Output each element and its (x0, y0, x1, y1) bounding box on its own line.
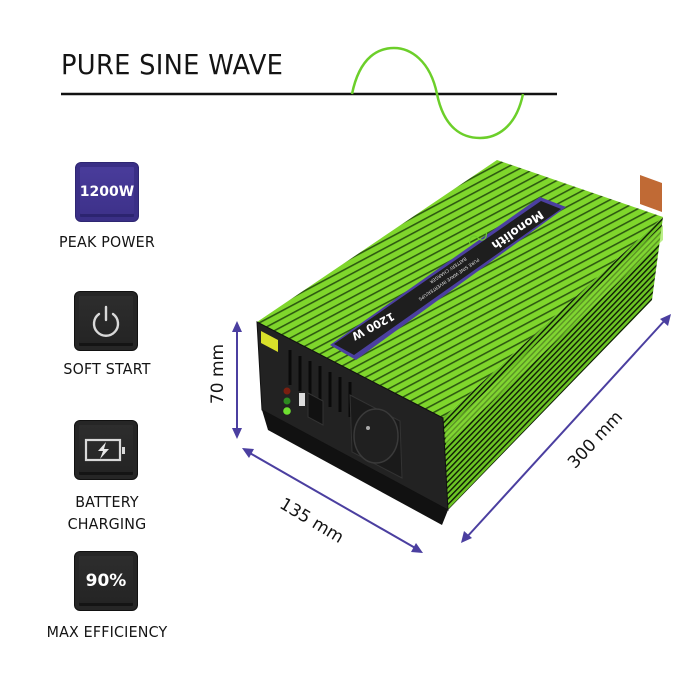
efficiency-label: MAX EFFICIENCY (46, 623, 168, 641)
peak-power-label: PEAK POWER (59, 233, 155, 251)
peak-power-key: 1200W (75, 162, 139, 222)
sine-wave-graphic (61, 46, 557, 140)
efficiency-value: 90% (85, 571, 127, 591)
power-icon (92, 305, 120, 337)
peak-power-value: 1200W (79, 184, 135, 200)
battery-charging-label: BATTERY CHARGING (43, 491, 170, 535)
battery-charging-label-line1: BATTERY (75, 493, 139, 511)
dimension-arrows (232, 314, 671, 553)
height-dimension-label: 70 mm (208, 343, 229, 405)
page-title: PURE SINE WAVE (61, 48, 284, 81)
battery-charging-icon (84, 438, 125, 462)
soft-start-key (74, 291, 138, 351)
sine-wave-icon (350, 46, 525, 140)
battery-charging-key (74, 420, 138, 480)
battery-charging-label-line2: CHARGING (67, 515, 147, 533)
width-arrow (247, 451, 418, 550)
base-plate (262, 410, 448, 525)
soft-start-label: SOFT START (63, 360, 151, 378)
label-panel (334, 201, 561, 355)
rear-terminal (640, 175, 662, 212)
length-arrow (465, 318, 667, 539)
efficiency-key: 90% (74, 551, 138, 611)
